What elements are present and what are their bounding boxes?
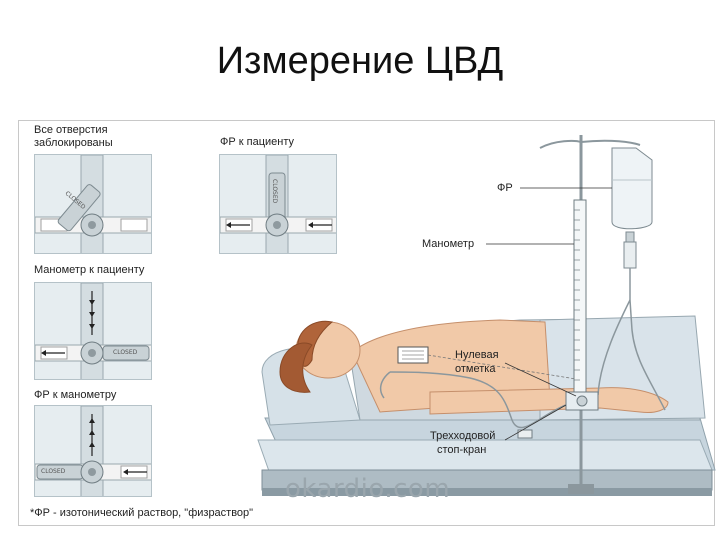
panel-1-label-line-2: заблокированы <box>34 137 113 149</box>
diagram-frame <box>18 120 715 526</box>
closed-tag: CLOSED <box>113 349 138 356</box>
page-title: Измерение ЦВД <box>216 40 504 82</box>
callout-stopcock-line-1: Трехходовой <box>430 430 496 442</box>
watermark: okardio.com <box>285 474 451 504</box>
closed-tag: CLOSED <box>271 179 278 204</box>
callout-stopcock-line-2: стоп-кран <box>437 444 487 456</box>
callout-zero-mark-line-1: Нулевая <box>455 349 499 361</box>
callout-saline: ФР <box>497 182 513 194</box>
stopcock-panel-saline-to-manometer: CLOSED <box>34 405 152 497</box>
stopcock-panel-all-closed: CLOSED <box>34 154 152 254</box>
panel-1-label-line-1: Все отверстия <box>34 124 108 136</box>
panel-4-label: ФР к манометру <box>34 389 117 401</box>
stopcock-panel-manometer-to-patient: CLOSED <box>34 282 152 380</box>
footnote: *ФР - изотонический раствор, "физраствор… <box>30 507 254 519</box>
closed-tag: CLOSED <box>41 468 66 475</box>
callout-zero-mark-line-2: отметка <box>455 363 496 375</box>
panel-2-label: ФР к пациенту <box>220 136 294 148</box>
panel-3-label: Манометр к пациенту <box>34 264 145 276</box>
stopcock-panel-saline-to-patient: CLOSED <box>219 154 337 254</box>
callout-manometer: Манометр <box>422 238 475 250</box>
